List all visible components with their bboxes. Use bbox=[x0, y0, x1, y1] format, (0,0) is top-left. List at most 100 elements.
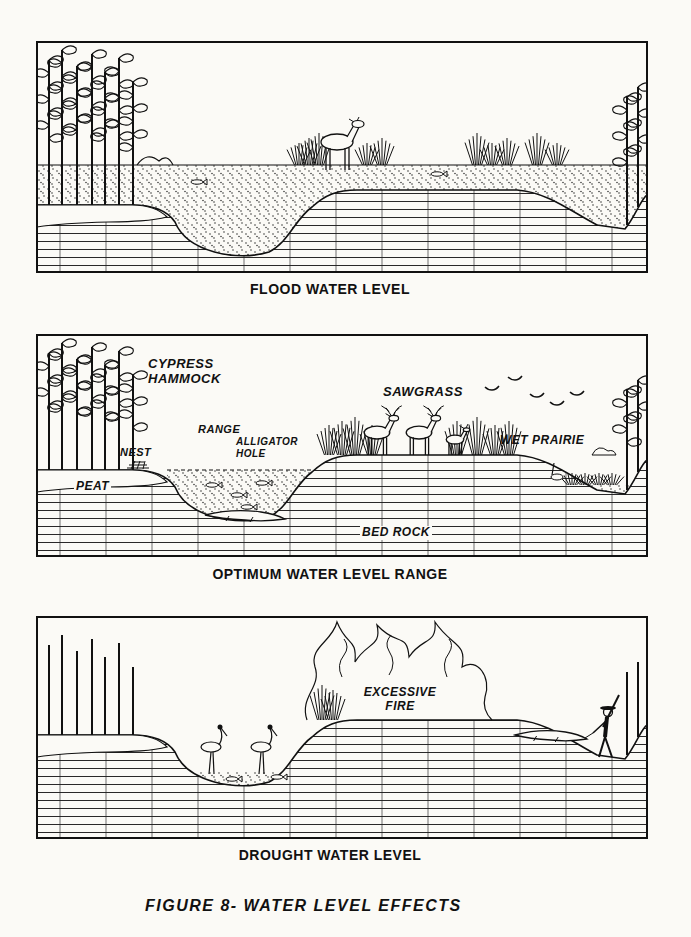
bedrock bbox=[37, 190, 647, 272]
fish-tail bbox=[283, 774, 287, 780]
cypress-foliage bbox=[119, 384, 133, 392]
cypress-foliage bbox=[119, 54, 133, 62]
cypress-foliage bbox=[91, 81, 105, 89]
sawgrass-blade bbox=[342, 421, 343, 455]
deer-leg bbox=[371, 437, 372, 455]
cypress-foliage bbox=[119, 132, 133, 140]
sawgrass-blade bbox=[542, 143, 550, 165]
panel-caption: DROUGHT WATER LEVEL bbox=[165, 847, 495, 863]
peat-layer bbox=[37, 735, 167, 757]
fish-body bbox=[226, 777, 238, 781]
panel-content bbox=[37, 46, 647, 272]
cypress-trunk bbox=[48, 60, 50, 205]
sawgrass-blade bbox=[495, 425, 496, 455]
sawgrass-blade bbox=[329, 425, 330, 455]
cypress-foliage bbox=[638, 376, 647, 384]
sawgrass-blade bbox=[488, 145, 491, 165]
cypress-foliage bbox=[133, 130, 147, 138]
deer-leg bbox=[450, 443, 451, 455]
cypress-foliage bbox=[119, 117, 133, 125]
alligator-body bbox=[205, 511, 285, 521]
stork-leg bbox=[209, 752, 211, 774]
stork-beak bbox=[271, 728, 277, 736]
sawgrass-blade bbox=[325, 428, 328, 455]
cypress-foliage bbox=[119, 143, 133, 151]
drag-rope bbox=[585, 733, 593, 738]
sawgrass-blade bbox=[315, 136, 318, 165]
part-label: ALLIGATOR HOLE bbox=[236, 436, 302, 459]
stork-body bbox=[201, 742, 221, 752]
sawgrass-blade bbox=[572, 473, 573, 485]
flying-bird bbox=[508, 376, 522, 380]
cypress-foliage bbox=[91, 374, 105, 382]
sawgrass-blade bbox=[562, 150, 570, 165]
stork-leg bbox=[213, 752, 214, 774]
sawgrass-blade bbox=[537, 133, 538, 165]
sawgrass-blade bbox=[568, 474, 571, 485]
cypress-foliage bbox=[627, 438, 641, 446]
cypress-foliage bbox=[119, 347, 133, 355]
cypress-foliage bbox=[613, 158, 627, 166]
deer-leg bbox=[344, 148, 345, 170]
water-level-panel bbox=[37, 617, 647, 937]
figure-caption: FIGURE 8- WATER LEVEL EFFECTS bbox=[145, 897, 545, 915]
sawgrass-blade bbox=[382, 138, 383, 165]
fish-tail bbox=[218, 482, 222, 488]
sawgrass-blade bbox=[477, 417, 478, 455]
sawgrass-blade bbox=[445, 431, 453, 455]
flying-bird bbox=[550, 401, 564, 405]
layer-label: PEAT bbox=[74, 480, 111, 494]
deer-leg bbox=[383, 437, 384, 455]
flood-water bbox=[37, 165, 647, 272]
fish-tail bbox=[203, 179, 207, 185]
cypress-foliage bbox=[119, 80, 133, 88]
deer-leg bbox=[448, 443, 449, 455]
cypress-foliage bbox=[63, 368, 77, 376]
cypress-foliage bbox=[48, 111, 62, 119]
sawgrass-blade bbox=[351, 421, 354, 455]
ground-fill bbox=[37, 720, 647, 838]
cypress-foliage bbox=[133, 371, 147, 379]
cypress-foliage bbox=[37, 121, 49, 129]
egret-neck bbox=[552, 463, 554, 475]
cypress-foliage bbox=[92, 343, 106, 351]
fish-tail bbox=[253, 504, 257, 510]
cypress-foliage bbox=[613, 132, 627, 140]
cypress-foliage bbox=[78, 89, 92, 97]
sawgrass-blade bbox=[617, 477, 625, 485]
cypress-foliage bbox=[105, 94, 119, 102]
bedrock bbox=[37, 720, 647, 838]
cypress-trunk bbox=[626, 672, 628, 755]
cypress-foliage bbox=[119, 399, 133, 407]
cypress-foliage bbox=[63, 394, 77, 402]
deer-leg bbox=[368, 437, 369, 455]
sawgrass-blade bbox=[503, 141, 506, 165]
stork-body bbox=[251, 742, 271, 752]
sawgrass-blade bbox=[608, 474, 611, 485]
cypress-trunk bbox=[48, 645, 50, 735]
sawgrass-blade bbox=[599, 473, 600, 485]
hazard-label: EXCESSIVE FIRE bbox=[359, 686, 441, 714]
cypress-trunk bbox=[104, 657, 106, 735]
deer-leg bbox=[425, 437, 426, 455]
sawgrass-blade bbox=[367, 143, 368, 165]
peat-layer bbox=[37, 205, 167, 227]
sawgrass-blade bbox=[318, 689, 321, 721]
cypress-foliage bbox=[105, 120, 119, 128]
cypress-foliage bbox=[105, 67, 119, 75]
cypress-foliage bbox=[78, 408, 92, 416]
deer-leg bbox=[461, 443, 462, 455]
sawgrass-blade bbox=[595, 474, 598, 485]
flying-bird bbox=[485, 386, 499, 390]
cypress-trunk bbox=[118, 643, 120, 735]
cypress-foliage bbox=[62, 46, 76, 54]
cypress-foliage bbox=[105, 360, 119, 368]
cypress-foliage bbox=[37, 95, 49, 103]
deer-leg bbox=[459, 443, 460, 455]
cypress-foliage bbox=[613, 425, 627, 433]
cypress-trunk bbox=[61, 343, 63, 470]
cypress-trunk bbox=[637, 662, 639, 737]
fire-tongue bbox=[339, 635, 451, 677]
cypress-foliage bbox=[62, 339, 76, 347]
